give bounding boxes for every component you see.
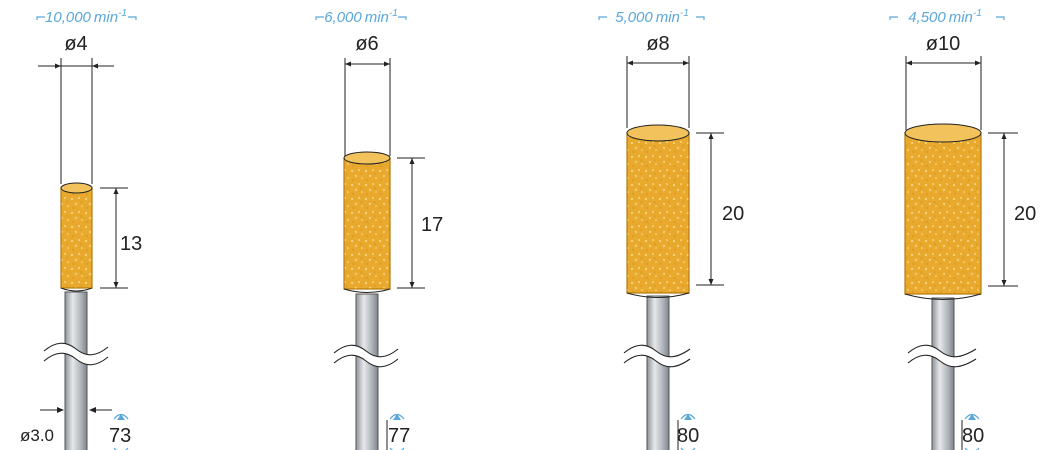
overall-length-label-3: 80: [677, 425, 699, 447]
overall-length-marker-1: [113, 413, 129, 450]
length-label-2: 17: [421, 214, 443, 236]
overall-length-marker-2: [386, 413, 405, 450]
length-label-3: 20: [722, 203, 744, 225]
shank-3: [621, 295, 693, 450]
length-dimension-4: [988, 132, 1018, 287]
shank-1: [41, 291, 111, 450]
speed-exponent-3: -1: [680, 8, 689, 19]
diameter-label-1: ø4: [64, 33, 87, 55]
length-label-1: 13: [120, 233, 142, 255]
speed-exponent-4: -1: [973, 8, 982, 19]
speed-unit-3: min: [656, 9, 680, 26]
grinding-stone-1: [60, 182, 93, 292]
diameter-dimension-3: [626, 56, 690, 128]
speed-exponent-1: -1: [118, 8, 127, 19]
speed-value-3: 5,000: [615, 9, 653, 26]
length-dimension-3: [696, 132, 724, 286]
speed-unit-1: min: [94, 9, 118, 26]
length-dimension-1: [100, 187, 128, 289]
grinding-stone-3: [626, 124, 690, 298]
overall-length-label-2: 77: [388, 425, 410, 447]
shank-dimension-1: [40, 407, 112, 413]
length-dimension-2: [397, 157, 425, 289]
length-label-4: 20: [1014, 203, 1036, 225]
speed-value-2: 6,000: [324, 9, 362, 26]
speed-value-4: 4,500: [908, 9, 946, 26]
diameter-dimension-2: [344, 58, 391, 156]
overall-length-marker-3: [677, 413, 696, 450]
overall-length-label-1: 73: [109, 425, 131, 447]
diameter-label-4: ø10: [926, 33, 960, 55]
speed-unit-4: min: [949, 9, 973, 26]
diameter-dimension-1: [38, 58, 114, 184]
speed-value-1: 10,000: [45, 9, 92, 26]
grinding-stone-4: [904, 123, 982, 300]
diameter-label-2: ø6: [355, 33, 378, 55]
shank-2: [331, 293, 401, 450]
speed-exponent-2: -1: [389, 8, 398, 19]
shank-4: [905, 297, 979, 450]
grinding-stone-2: [343, 151, 391, 293]
shank-diameter-label-1: ø3.0: [20, 426, 54, 445]
diameter-label-3: ø8: [646, 33, 669, 55]
diameter-dimension-4: [905, 56, 982, 130]
speed-unit-2: min: [365, 9, 389, 26]
overall-length-marker-4: [961, 413, 980, 450]
overall-length-label-4: 80: [962, 425, 984, 447]
